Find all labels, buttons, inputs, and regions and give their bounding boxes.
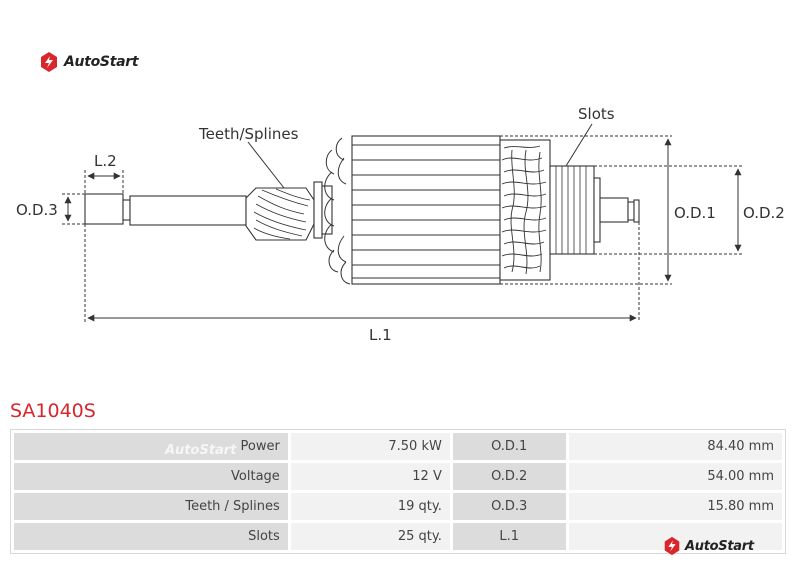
dimension-value: 54.00 mm — [568, 463, 782, 490]
table-row: Voltage 12 V O.D.2 54.00 mm — [14, 463, 782, 490]
autostart-logo-icon — [664, 536, 680, 556]
specs-table: Power 7.50 kW O.D.1 84.40 mm Voltage 12 … — [10, 429, 786, 554]
dimension-value: 84.40 mm — [568, 433, 782, 460]
od1-label: O.D.1 — [674, 204, 716, 222]
l2-label: L.2 — [94, 152, 117, 170]
spec-value: 25 qty. — [290, 523, 450, 550]
table-row: Slots 25 qty. L.1 — [14, 523, 782, 550]
table-row: Teeth / Splines 19 qty. O.D.3 15.80 mm — [14, 493, 782, 520]
autostart-logo-icon — [41, 52, 57, 72]
spec-label: Slots — [14, 523, 288, 550]
brand-logo: AutoStart — [38, 50, 139, 74]
dimension-label: O.D.2 — [452, 463, 566, 490]
teeth-splines-label: Teeth/Splines — [198, 125, 299, 143]
spec-value: 12 V — [290, 463, 450, 490]
od3-label: O.D.3 — [16, 201, 58, 219]
dimension-label: O.D.1 — [452, 433, 566, 460]
od2-label: O.D.2 — [743, 204, 785, 222]
dimension-label: L.1 — [452, 523, 566, 550]
dimension-lines — [62, 123, 742, 322]
spec-label: Voltage — [14, 463, 288, 490]
watermark-brand-name: AutoStart — [685, 538, 754, 554]
spec-value: 19 qty. — [290, 493, 450, 520]
spec-label: Power — [14, 433, 288, 460]
armature-diagram: Teeth/Splines Slots L.2 O.D.3 O.D.1 O.D.… — [16, 105, 785, 344]
table-row: Power 7.50 kW O.D.1 84.40 mm — [14, 433, 782, 460]
brand-name: AutoStart — [64, 54, 139, 70]
spec-value: 7.50 kW — [290, 433, 450, 460]
slots-label: Slots — [578, 105, 615, 123]
watermark-logo: AutoStart — [662, 536, 754, 556]
dimension-label: O.D.3 — [452, 493, 566, 520]
watermark-text: AutoStart — [165, 443, 237, 458]
dimension-value: 15.80 mm — [568, 493, 782, 520]
l1-label: L.1 — [369, 326, 392, 344]
model-number: SA1040S — [10, 400, 96, 422]
armature-drawing — [84, 135, 640, 285]
spec-label: Teeth / Splines — [14, 493, 288, 520]
